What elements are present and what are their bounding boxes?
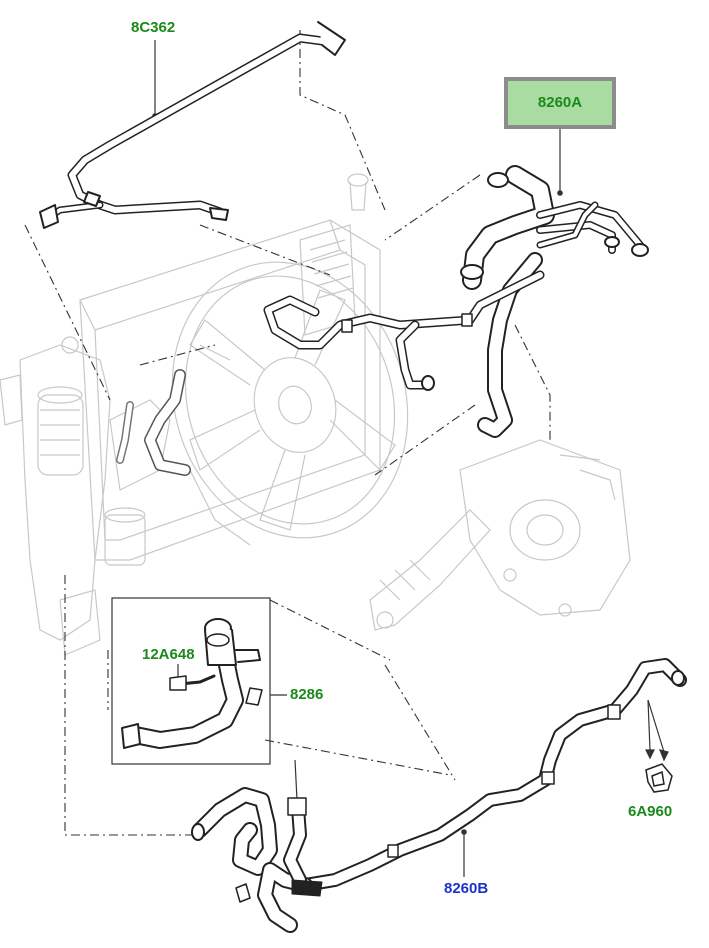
- highlight-box: 8260A: [504, 77, 616, 129]
- thermostat-housing-engine: [369, 439, 631, 631]
- callout-label-1: 8C362: [131, 19, 176, 36]
- callout-label-6: 8260B: [444, 880, 489, 897]
- callout-label-4: 8286: [290, 686, 324, 703]
- callout-label-5: 6A960: [628, 803, 673, 820]
- hose-8286: [121, 618, 263, 749]
- hose-8c362: [39, 21, 346, 229]
- hose-assembly-8260a: [263, 165, 649, 438]
- inset-frame-8286: [111, 597, 271, 765]
- hose-radiator-lower: [116, 369, 191, 476]
- cooling-fan: [171, 261, 409, 546]
- callout-label-3: 12A648: [142, 646, 195, 663]
- engine-block-left: [0, 336, 171, 656]
- callout-label-2: 8260A: [537, 94, 583, 111]
- clip-6a960: [645, 763, 673, 793]
- dashed-leader-lines: [24, 30, 551, 836]
- hose-assembly-8260b: [191, 658, 687, 933]
- radiator-assembly: [79, 173, 381, 561]
